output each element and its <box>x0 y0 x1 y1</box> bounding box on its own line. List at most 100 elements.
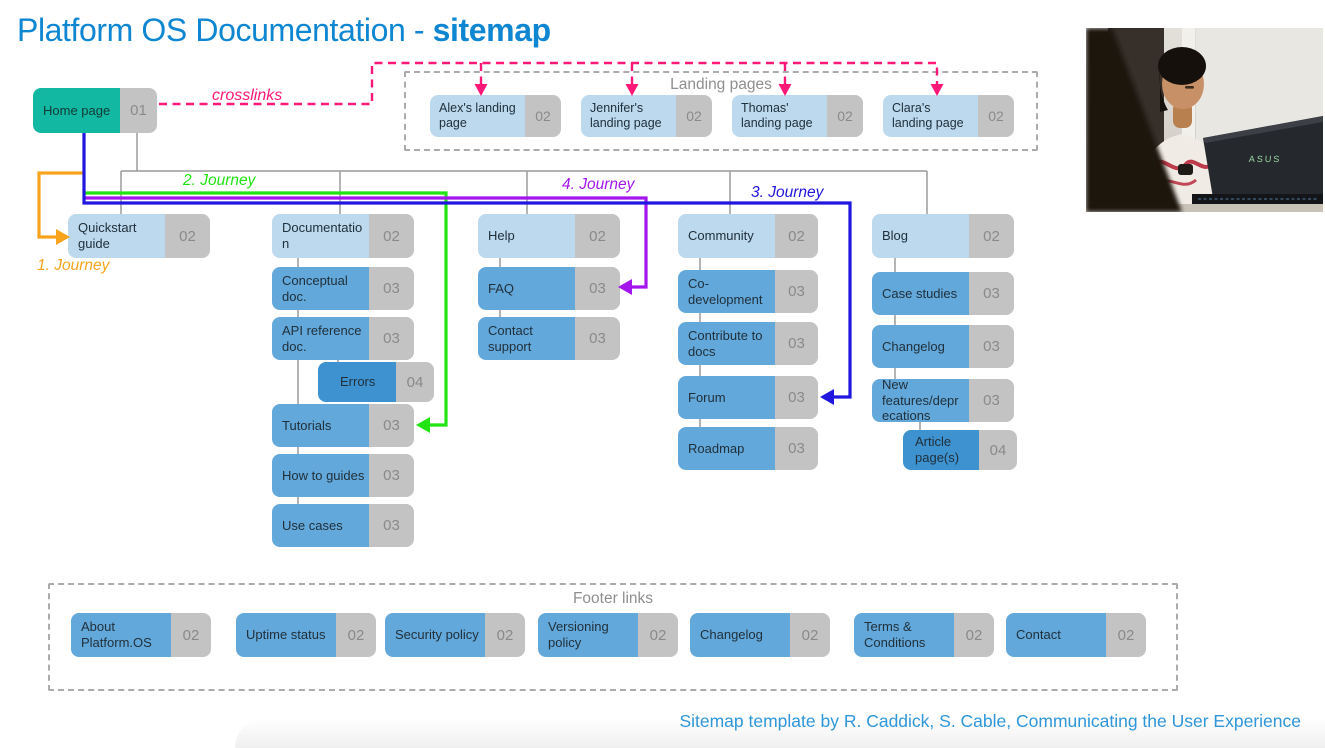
node-label: API reference doc. <box>272 317 369 360</box>
node-label: Jennifer's landing page <box>581 95 676 137</box>
journey-1-label: 1. Journey <box>37 257 110 274</box>
node-level: 01 <box>120 88 157 133</box>
node-level: 02 <box>827 95 863 137</box>
node-thomas-landing-page: Thomas' landing page 02 <box>732 95 863 137</box>
wrist-watch <box>1178 164 1193 175</box>
node-label: Contact support <box>478 317 575 360</box>
attribution-text: Sitemap template by R. Caddick, S. Cable… <box>679 711 1301 731</box>
node-label: Article page(s) <box>903 430 979 470</box>
journey-2-arrowhead <box>416 417 430 433</box>
node-level: 03 <box>775 270 818 313</box>
node-level: 03 <box>775 427 818 470</box>
node-level: 02 <box>790 613 830 657</box>
node-tutorials: Tutorials 03 <box>272 404 414 447</box>
page-title: Platform OS Documentation - sitemap <box>17 12 551 49</box>
node-quickstart-guide: Quickstart guide 02 <box>68 214 210 258</box>
laptop-lid-edge <box>1203 116 1323 143</box>
node-blog-changelog: Changelog 03 <box>872 325 1014 368</box>
node-label: Alex's landing page <box>430 95 525 137</box>
node-level: 02 <box>954 613 994 657</box>
node-level: 03 <box>369 267 414 310</box>
node-api-reference-doc: API reference doc. 03 <box>272 317 414 360</box>
page-title-regular: Platform OS Documentation - <box>17 12 425 48</box>
node-label: Conceptual doc. <box>272 267 369 310</box>
node-label: Case studies <box>872 272 969 315</box>
node-blog: Blog 02 <box>872 214 1014 258</box>
node-use-cases: Use cases 03 <box>272 504 414 547</box>
node-level: 03 <box>369 404 414 447</box>
node-label: Thomas' landing page <box>732 95 827 137</box>
node-forum: Forum 03 <box>678 376 818 419</box>
node-label: Use cases <box>272 504 369 547</box>
node-contact-support: Contact support 03 <box>478 317 620 360</box>
node-level: 03 <box>775 376 818 419</box>
node-clara-landing-page: Clara's landing page 02 <box>883 95 1014 137</box>
node-label: Versioning policy <box>538 613 638 657</box>
node-about-platformos: About Platform.OS 02 <box>71 613 211 657</box>
journey-3-arrowhead <box>820 389 834 405</box>
node-label: Documentation <box>272 214 369 258</box>
node-label: Community <box>678 214 775 258</box>
node-level: 02 <box>978 95 1014 137</box>
foreground-blur-shape <box>1086 28 1182 212</box>
laptop-logo: ASUS <box>1248 154 1281 164</box>
node-level: 03 <box>369 454 414 497</box>
node-level: 03 <box>969 325 1014 368</box>
eye <box>1185 86 1194 89</box>
node-contact: Contact 02 <box>1006 613 1146 657</box>
node-level: 02 <box>165 214 210 258</box>
node-roadmap: Roadmap 03 <box>678 427 818 470</box>
node-label: Clara's landing page <box>883 95 978 137</box>
node-level: 03 <box>969 379 1014 422</box>
node-label: Help <box>478 214 575 258</box>
node-label: Errors <box>318 362 396 402</box>
node-alex-landing-page: Alex's landing page 02 <box>430 95 561 137</box>
node-label: Co-development <box>678 270 775 313</box>
node-label: Security policy <box>385 613 485 657</box>
node-label: Terms & Conditions <box>854 613 954 657</box>
node-label: Contribute to docs <box>678 322 775 365</box>
footer-links-title: Footer links <box>572 590 654 607</box>
node-new-features-deprecations: New features/deprecations 03 <box>872 377 1014 423</box>
node-label: Uptime status <box>236 613 336 657</box>
node-level: 03 <box>575 267 620 310</box>
node-how-to-guides: How to guides 03 <box>272 454 414 497</box>
bottom-page-shade <box>235 718 1325 748</box>
node-level: 02 <box>525 95 561 137</box>
node-label: How to guides <box>272 454 369 497</box>
node-label: Roadmap <box>678 427 775 470</box>
crosslinks-label: crosslinks <box>212 87 283 104</box>
node-footer-changelog: Changelog 02 <box>690 613 830 657</box>
node-level: 04 <box>979 430 1017 470</box>
node-label: Quickstart guide <box>68 214 165 258</box>
node-level: 03 <box>369 504 414 547</box>
node-level: 04 <box>396 362 434 402</box>
node-article-pages: Article page(s) 04 <box>903 430 1017 470</box>
node-errors: Errors 04 <box>318 362 434 402</box>
node-label: Blog <box>872 214 969 258</box>
node-case-studies: Case studies 03 <box>872 272 1014 315</box>
hair-side <box>1159 64 1168 112</box>
node-community: Community 02 <box>678 214 818 258</box>
node-level: 03 <box>575 317 620 360</box>
node-help: Help 02 <box>478 214 620 258</box>
node-faq: FAQ 03 <box>478 267 620 310</box>
journey-2-label: 2. Journey <box>183 172 256 189</box>
node-versioning-policy: Versioning policy 02 <box>538 613 678 657</box>
photo-man-at-laptop: ASUS <box>1086 28 1323 212</box>
node-level: 02 <box>171 613 211 657</box>
node-level: 02 <box>336 613 376 657</box>
node-home-page: Home page 01 <box>33 88 157 133</box>
journey-4-arrowhead <box>618 279 632 295</box>
journey-3-label: 3. Journey <box>751 184 824 201</box>
node-uptime-status: Uptime status 02 <box>236 613 376 657</box>
node-level: 02 <box>485 613 525 657</box>
node-level: 02 <box>575 214 620 258</box>
node-level: 03 <box>369 317 414 360</box>
node-label: FAQ <box>478 267 575 310</box>
node-level: 02 <box>1106 613 1146 657</box>
node-level: 02 <box>676 95 712 137</box>
node-level: 02 <box>969 214 1014 258</box>
node-level: 03 <box>969 272 1014 315</box>
